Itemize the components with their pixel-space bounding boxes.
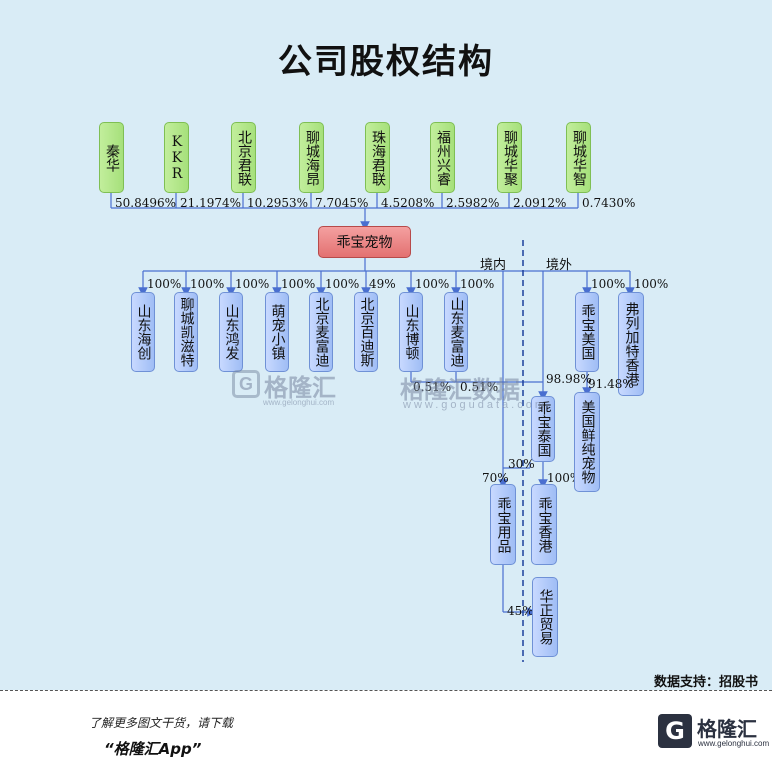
watermark-site: www.gelonghui.com [263, 398, 335, 407]
subsidiary-name: 山东鸿发 [223, 304, 240, 360]
stake-pct: 49% [369, 277, 396, 291]
shareholder-name: 聊城海昂 [304, 129, 320, 186]
subsidiary-box: 山东麦富迪 [444, 292, 468, 372]
brand-logo-icon: G [658, 714, 692, 748]
subsidiary-name: 乖宝美国 [579, 304, 596, 360]
shareholder-box: 聊城海昂 [299, 122, 324, 193]
stake-pct: 100% [147, 277, 182, 291]
shareholder-box: 聊城华智 [566, 122, 591, 193]
shareholder-box: 珠海君联 [365, 122, 390, 193]
subsidiary-box: 乖宝用品 [490, 484, 516, 565]
subsidiary-name: 乖宝香港 [536, 496, 553, 553]
shareholder-box: 福州兴睿 [430, 122, 455, 193]
shareholder-name: 珠海君联 [370, 129, 386, 186]
stake-pct: 100% [415, 277, 450, 291]
subsidiary-name: 华正贸易 [537, 589, 554, 645]
subsidiary-name: 聊城凯滋特 [178, 297, 195, 367]
stake-pct: 21.1974% [180, 196, 242, 210]
shareholder-name: KKR [169, 133, 185, 182]
company-name: 乖宝宠物 [336, 235, 393, 251]
stake-pct: 100% [325, 277, 360, 291]
shareholder-box: 聊城华聚 [497, 122, 522, 193]
stake-pct: 4.5208% [381, 196, 435, 210]
watermark-brand-2: 格隆汇数据 [400, 377, 520, 404]
watermark-site-2: www.gogudata.com [403, 399, 547, 411]
connector-lines [110, 193, 635, 662]
subsidiary-name: 山东博顿 [403, 304, 420, 360]
subsidiary-box: 聊城凯滋特 [174, 292, 198, 372]
stake-pct: 91.48% [588, 377, 634, 391]
subsidiary-box: 乖宝美国 [575, 292, 599, 372]
subsidiary-name: 北京麦富迪 [313, 297, 330, 367]
subsidiary-name: 山东海创 [135, 304, 152, 360]
stake-pct: 100% [235, 277, 270, 291]
footer-caption: 了解更多图文干货，请下载 [89, 716, 234, 730]
subsidiary-box: 北京麦富迪 [309, 292, 333, 372]
subsidiary-box: 山东鸿发 [219, 292, 243, 372]
stake-pct: 100% [634, 277, 669, 291]
company-box: 乖宝宠物 [318, 226, 411, 258]
stake-pct: 30% [508, 457, 535, 471]
subsidiary-box: 北京百迪斯 [354, 292, 378, 372]
stake-pct: 100% [190, 277, 225, 291]
stake-pct: 45% [507, 604, 534, 618]
shareholder-box: 北京君联 [231, 122, 256, 193]
watermark-brand: 格隆汇 [264, 375, 336, 402]
subsidiary-box: 美国鲜纯宠物 [574, 392, 600, 492]
subsidiary-box: 弗列加特香港 [618, 292, 644, 396]
stake-pct: 100% [547, 471, 582, 485]
subsidiary-box: 萌宠小镇 [265, 292, 289, 372]
shareholder-name: 聊城华聚 [502, 129, 518, 186]
shareholder-box: KKR [164, 122, 189, 193]
equity-structure-diagram: 公司股权结构 [0, 0, 772, 690]
stake-pct: 2.0912% [513, 196, 567, 210]
subsidiary-name: 弗列加特香港 [623, 302, 640, 386]
stake-pct: 0.7430% [582, 196, 636, 210]
subsidiary-name: 萌宠小镇 [269, 304, 286, 360]
stake-pct: 100% [281, 277, 316, 291]
footer-divider [0, 690, 772, 691]
stake-pct: 100% [591, 277, 626, 291]
stake-pct: 10.2953% [247, 196, 309, 210]
watermark-logo-icon: G [232, 370, 260, 398]
subsidiary-box: 乖宝香港 [531, 484, 557, 565]
subsidiary-name: 北京百迪斯 [358, 297, 375, 367]
stake-pct: 7.7045% [315, 196, 369, 210]
subsidiary-box: 山东海创 [131, 292, 155, 372]
source-note: 数据支持：招股书 [653, 675, 758, 690]
subsidiary-box: 乖宝泰国 [531, 396, 555, 462]
overseas-label: 境外 [546, 258, 573, 273]
stake-pct: 0.51% [413, 380, 452, 394]
stake-pct: 100% [460, 277, 495, 291]
subsidiary-name: 乖宝用品 [495, 496, 512, 553]
domestic-label: 境内 [480, 258, 507, 273]
shareholder-name: 聊城华智 [571, 129, 587, 186]
subsidiary-name: 乖宝泰国 [535, 401, 552, 457]
shareholder-box: 秦华 [99, 122, 124, 193]
stake-pct: 50.8496% [115, 196, 177, 210]
stake-pct: 70% [482, 471, 509, 485]
shareholder-name: 福州兴睿 [435, 129, 451, 186]
subsidiary-box: 华正贸易 [532, 577, 558, 657]
stake-pct: 2.5982% [446, 196, 500, 210]
subsidiary-name: 山东麦富迪 [448, 297, 465, 367]
brand-logo-text: 格隆汇 [697, 717, 757, 741]
brand-logo-site: www.gelonghui.com [698, 739, 770, 748]
shareholder-name: 北京君联 [236, 129, 252, 186]
subsidiary-box: 山东博顿 [399, 292, 423, 372]
footer-app-name: “格隆汇App” [104, 740, 202, 758]
page-title: 公司股权结构 [278, 42, 494, 82]
shareholder-name: 秦华 [104, 143, 120, 172]
stake-pct: 0.51% [460, 380, 499, 394]
stake-pct: 98.98% [546, 372, 592, 386]
subsidiary-name: 美国鲜纯宠物 [579, 400, 596, 484]
